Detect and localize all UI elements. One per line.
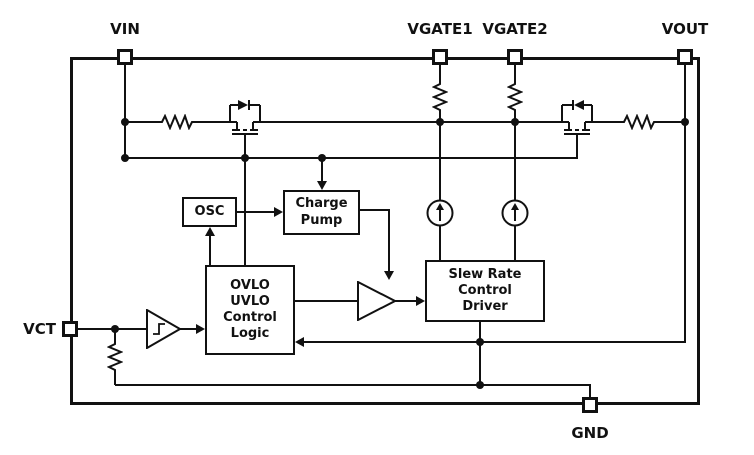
wire-vct-resistor	[114, 329, 116, 340]
pin-vin	[117, 49, 133, 65]
ic-boundary	[70, 57, 700, 405]
pin-vgate1-label: VGATE1	[407, 20, 473, 38]
pin-vgate2-label: VGATE2	[482, 20, 548, 38]
arrowhead-icon	[274, 207, 283, 217]
resistor-icon	[432, 80, 448, 112]
wire-vin-branch	[125, 157, 578, 159]
slew-rate-driver-label: Slew Rate	[448, 266, 522, 282]
current-source-icon	[426, 199, 454, 227]
charge-pump-block: Charge Pump	[283, 190, 360, 235]
wire-left-gate	[244, 144, 246, 265]
pin-vout	[677, 49, 693, 65]
wire-vgate2	[514, 65, 516, 80]
wire-top-rail	[599, 121, 620, 123]
pin-vct-label: VCT	[23, 320, 56, 338]
junction-dot	[241, 154, 249, 162]
wire-chargepump-out	[388, 209, 390, 272]
wire-vout-vertical	[684, 65, 686, 343]
wire-ground-drop	[589, 384, 591, 398]
comparator-icon	[146, 309, 182, 349]
osc-label: OSC	[194, 203, 225, 219]
junction-dot	[121, 154, 129, 162]
mosfet-icon	[223, 99, 267, 145]
control-logic-label: Logic	[230, 326, 270, 342]
resistor-icon	[107, 340, 123, 372]
wire-top-rail	[196, 121, 223, 123]
junction-dot	[681, 118, 689, 126]
charge-pump-label: Pump	[300, 212, 343, 228]
resistor-icon	[620, 114, 658, 130]
wire-vct-resistor	[114, 372, 116, 385]
wire-slew-ground	[479, 322, 481, 386]
wire-vin-vertical	[124, 65, 126, 159]
wire-ground-rail	[115, 384, 591, 386]
buffer-amplifier-icon	[357, 281, 397, 321]
wire-logic-osc	[209, 234, 211, 265]
wire-top-rail	[658, 121, 686, 123]
slew-rate-driver-block: Slew Rate Control Driver	[425, 260, 545, 322]
wire-top-rail	[267, 121, 555, 123]
control-logic-label: Control	[223, 310, 277, 325]
arrowhead-icon	[384, 271, 394, 280]
pin-gnd-label: GND	[571, 424, 609, 442]
arrowhead-icon	[416, 296, 425, 306]
arrowhead-icon	[205, 227, 215, 236]
pin-vout-label: VOUT	[661, 20, 709, 38]
junction-dot	[511, 118, 519, 126]
wire-logic-buffer	[295, 300, 357, 302]
wire-vgate1	[439, 226, 441, 260]
wire-chargepump-feed	[321, 157, 323, 181]
junction-dot	[476, 338, 484, 346]
wire-vout-feedback	[304, 341, 685, 343]
current-source-icon	[501, 199, 529, 227]
pin-gnd	[582, 397, 598, 413]
resistor-icon	[507, 80, 523, 112]
junction-dot	[476, 381, 484, 389]
wire-vgate1	[439, 112, 441, 200]
arrowhead-icon	[196, 324, 205, 334]
junction-dot	[436, 118, 444, 126]
wire-vgate2	[514, 112, 516, 200]
pin-vct	[62, 321, 78, 337]
mosfet-icon	[555, 99, 599, 145]
wire-right-gate	[576, 144, 578, 159]
junction-dot	[121, 118, 129, 126]
slew-rate-driver-label: Control	[458, 282, 512, 298]
arrowhead-icon	[295, 337, 304, 347]
slew-rate-driver-label: Driver	[462, 299, 508, 315]
pin-vin-label: VIN	[110, 20, 140, 38]
junction-dot	[318, 154, 326, 162]
arrowhead-icon	[317, 181, 327, 190]
wire-buffer-slew	[394, 300, 417, 302]
wire-chargepump-out	[360, 209, 390, 211]
charge-pump-label: Charge	[295, 196, 348, 212]
osc-block: OSC	[182, 197, 237, 227]
resistor-icon	[158, 114, 196, 130]
wire-top-rail	[125, 121, 158, 123]
wire-osc-chargepump	[237, 211, 275, 213]
wire-comparator-out	[180, 328, 198, 330]
wire-vgate2	[514, 226, 516, 260]
control-logic-block: OVLO UVLO Control Logic	[205, 265, 295, 355]
pin-vgate2	[507, 49, 523, 65]
wire-vgate1	[439, 65, 441, 80]
control-logic-label: OVLO	[230, 277, 270, 293]
control-logic-label: UVLO	[230, 293, 270, 309]
pin-vgate1	[432, 49, 448, 65]
junction-dot	[111, 325, 119, 333]
